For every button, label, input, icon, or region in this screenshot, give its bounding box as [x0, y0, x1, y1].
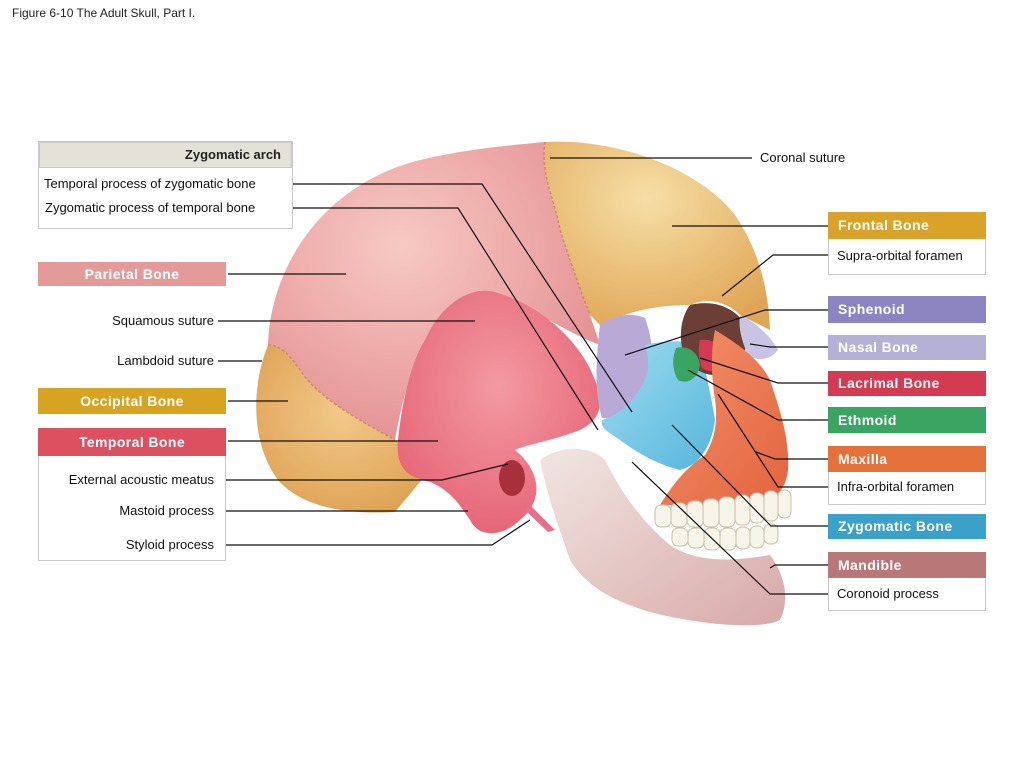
label-occipital-bone: Occipital Bone: [38, 388, 226, 414]
figure-title: Figure 6-10 The Adult Skull, Part I.: [12, 6, 196, 20]
lambdoid-suture-line: [267, 344, 396, 441]
label-lacrimal-bone: Lacrimal Bone: [828, 371, 986, 396]
label-mandible: Mandible: [828, 552, 986, 578]
zygomatic-arch-header: Zygomatic arch: [39, 142, 292, 168]
acoustic-meatus-shape: [499, 460, 525, 496]
label-zygomatic-bone: Zygomatic Bone: [828, 514, 986, 539]
leader-lines: [218, 157, 828, 595]
label-coronal-suture: Coronal suture: [760, 150, 846, 165]
parietal-bone-shape: [268, 142, 600, 440]
styloid-shape: [525, 505, 555, 532]
frontal-bone-shape: [543, 141, 770, 330]
label-coronoid-process: Coronoid process: [837, 586, 939, 601]
mandible-shape: [540, 448, 786, 626]
label-zygomatic-process: Zygomatic process of temporal bone: [45, 200, 256, 215]
temporal-bone-shape: [397, 290, 600, 534]
label-supra-orbital-foramen: Supra-orbital foramen: [837, 248, 963, 263]
label-temporal-process: Temporal process of zygomatic bone: [44, 176, 256, 191]
coronal-suture-line: [543, 141, 591, 316]
label-frontal-bone: Frontal Bone: [828, 212, 986, 239]
nasal-bone-shape: [739, 315, 778, 360]
label-ethmoid: Ethmoid: [828, 407, 986, 433]
label-infra-orbital-foramen: Infra-orbital foramen: [837, 479, 955, 494]
label-parietal-bone: Parietal Bone: [38, 262, 226, 286]
label-styloid-process: Styloid process: [125, 537, 214, 552]
maxilla-shape: [660, 330, 789, 505]
label-temporal-bone: Temporal Bone: [38, 428, 226, 456]
label-lambdoid-suture: Lambdoid suture: [117, 353, 214, 368]
label-external-acoustic-meatus: External acoustic meatus: [68, 472, 214, 487]
label-mastoid-process: Mastoid process: [119, 503, 214, 518]
label-sphenoid: Sphenoid: [828, 296, 986, 323]
label-squamous-suture: Squamous suture: [112, 313, 214, 328]
occipital-bone-shape: [256, 345, 430, 513]
label-nasal-bone: Nasal Bone: [828, 335, 986, 360]
label-maxilla: Maxilla: [828, 446, 986, 472]
